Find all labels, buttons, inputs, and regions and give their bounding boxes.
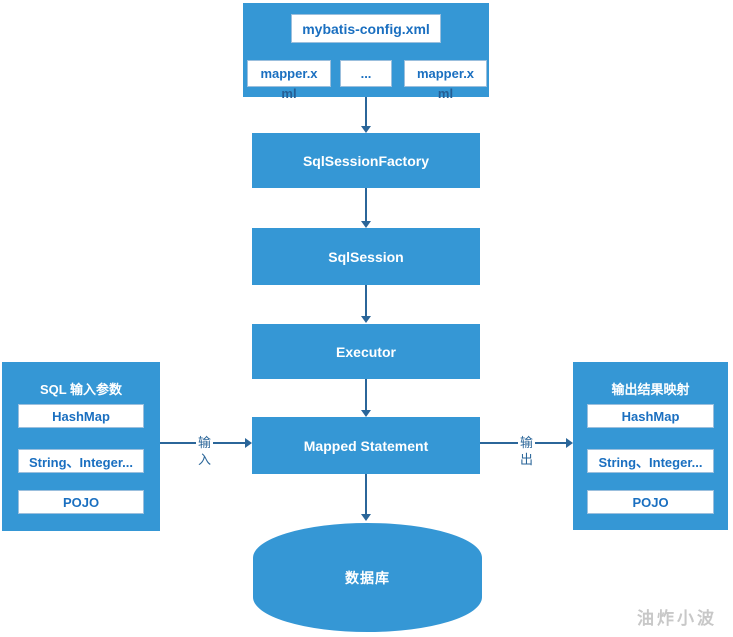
node-mapper-xml-left: mapper.x xyxy=(247,60,331,87)
database-label: 数据库 xyxy=(345,569,390,586)
node-database: 数据库 xyxy=(253,523,482,632)
node-mapper-ellipsis: ... xyxy=(340,60,392,87)
input-params-title: SQL 输入参数 xyxy=(39,382,123,397)
input-item-hashmap: HashMap xyxy=(18,404,144,428)
arrow-line xyxy=(365,285,367,317)
input-params-panel: SQL 输入参数 HashMap String、Integer... POJO xyxy=(2,362,160,531)
mapper-ellipsis-label: ... xyxy=(360,66,372,81)
config-files-group: mybatis-config.xml mapper.x ... mapper.x… xyxy=(243,3,489,101)
mapper-right-label: mapper.x xyxy=(416,66,475,81)
executor-label: Executor xyxy=(336,344,396,360)
output-item-hashmap: HashMap xyxy=(587,404,714,428)
node-mybatis-config-xml: mybatis-config.xml xyxy=(291,14,441,43)
input-item-pojo: POJO xyxy=(18,490,144,514)
output-item-string-integer: String、Integer... xyxy=(587,449,714,473)
arrow-line xyxy=(365,379,367,411)
arrowhead-down-icon xyxy=(361,410,371,417)
arrow-line xyxy=(365,188,367,222)
arrowhead-down-icon xyxy=(361,514,371,521)
mapped-statement-label: Mapped Statement xyxy=(303,438,429,454)
node-executor: Executor xyxy=(252,324,480,379)
arrowhead-down-icon xyxy=(361,126,371,133)
node-mapped-statement: Mapped Statement xyxy=(252,417,480,474)
arrowhead-down-icon xyxy=(361,316,371,323)
arrow-line xyxy=(365,474,367,515)
input-label: 输入 xyxy=(196,434,213,468)
watermark: 油炸小波 xyxy=(637,609,717,628)
node-mapper-xml-right: mapper.x xyxy=(404,60,487,87)
output-item-pojo: POJO xyxy=(587,490,714,514)
output-mapping-title: 输出结果映射 xyxy=(611,382,690,397)
arrowhead-down-icon xyxy=(361,221,371,228)
arrowhead-right-icon xyxy=(245,438,252,448)
input-item-string-integer: String、Integer... xyxy=(18,449,144,473)
node-sqlsessionfactory: SqlSessionFactory xyxy=(252,133,480,188)
mapper-left-overflow-text: ml xyxy=(281,86,297,101)
output-label: 输出 xyxy=(518,434,535,468)
output-mapping-panel: 输出结果映射 HashMap String、Integer... POJO xyxy=(573,362,728,530)
arrow-line xyxy=(365,97,367,127)
sqlsessionfactory-label: SqlSessionFactory xyxy=(302,153,430,169)
mybatis-config-label: mybatis-config.xml xyxy=(302,20,430,37)
arrowhead-right-icon xyxy=(566,438,573,448)
mapper-left-label: mapper.x xyxy=(260,66,318,81)
sqlsession-label: SqlSession xyxy=(328,249,404,265)
node-sqlsession: SqlSession xyxy=(252,228,480,285)
mapper-right-overflow-text: ml xyxy=(437,86,454,101)
